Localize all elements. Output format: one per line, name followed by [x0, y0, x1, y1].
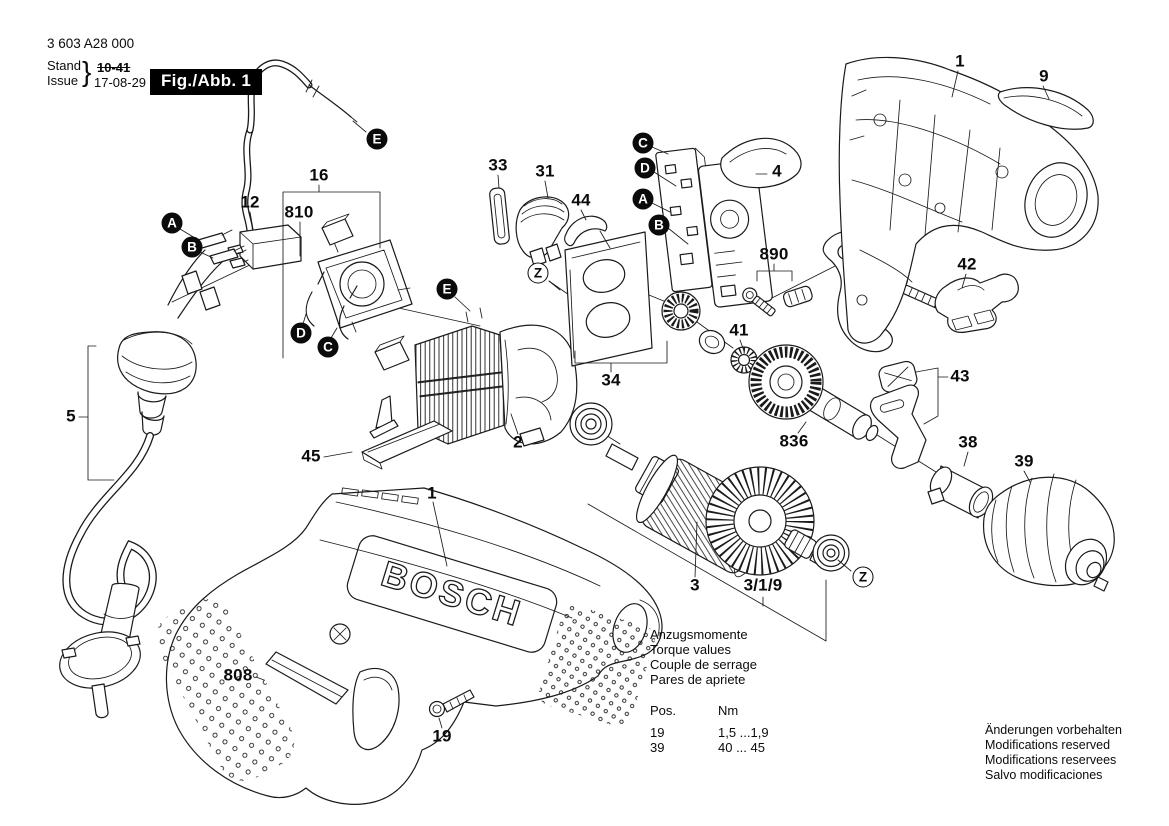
callout-a-cord: A — [161, 212, 183, 234]
torque-col-nm: Nm — [718, 703, 739, 718]
chuck-39-drawing — [982, 473, 1115, 592]
cord-terminals-drawing — [167, 229, 245, 319]
knob-43-drawing — [869, 360, 927, 469]
torque-note: Anzugsmomente Torque values Couple de se… — [650, 627, 769, 755]
lock-button-42-drawing — [891, 273, 1019, 333]
cord-grip-drawing — [117, 331, 197, 436]
callout-c-brush: C — [317, 336, 339, 358]
part-label-19: 19 — [432, 726, 452, 746]
brace-glyph: } — [82, 56, 92, 87]
trigger-button-drawing — [515, 196, 570, 259]
part-label-1-drill: 1 — [427, 483, 437, 503]
part-label-33: 33 — [488, 155, 508, 175]
callout-z-bearing-plate: Z — [527, 262, 549, 284]
brush-holder-45-drawing — [361, 395, 453, 470]
torque-title-fr: Couple de serrage — [650, 657, 757, 672]
torque-row-nm: 1,5 ...1,9 — [718, 725, 769, 740]
torque-title-es: Pares de apriete — [650, 672, 746, 687]
callout-b-switch: B — [648, 214, 670, 236]
screw-890-drawing — [742, 285, 813, 317]
leader-lines — [78, 70, 1050, 729]
switch-drawing — [655, 137, 802, 308]
callout-e-wire: E — [366, 128, 388, 150]
trigger-drawing — [352, 667, 400, 751]
screw-19-drawing — [428, 689, 475, 718]
callout-e-stator: E — [436, 278, 458, 300]
part-label-41: 41 — [729, 320, 749, 340]
part-label-5: 5 — [66, 406, 76, 426]
part-label-39: 39 — [1014, 451, 1034, 471]
revision-line-es: Salvo modificaciones — [985, 768, 1103, 782]
part-label-2: 2 — [513, 432, 523, 452]
part-label-38: 38 — [958, 432, 978, 452]
type-number: 3 603 A28 000 — [47, 36, 135, 51]
bearing-front-drawing — [569, 402, 613, 446]
torque-row-pos: 39 — [650, 740, 665, 755]
callout-a-switch: A — [632, 188, 654, 210]
torque-row-pos: 19 — [650, 725, 665, 740]
part-label-3-1-9: 3/1/9 — [743, 575, 783, 595]
part-label-31: 31 — [535, 161, 555, 181]
bearing-plate-drawing — [564, 231, 726, 367]
switch-small-parts-drawing — [489, 187, 611, 267]
clip-43-drawing — [869, 384, 927, 469]
revision-note: Änderungen vorbehalten Modifications res… — [985, 723, 1122, 783]
torque-title-de: Anzugsmomente — [650, 627, 748, 642]
superseded-date: 10-41 — [97, 60, 131, 75]
issue-date: 17-08-29 — [94, 75, 147, 90]
power-cord-drawing — [59, 59, 358, 719]
callout-d-switch: D — [634, 157, 656, 179]
blade-9-drawing — [997, 87, 1094, 130]
stand-issue-labels: Stand Issue — [47, 58, 81, 88]
part-label-45: 45 — [301, 446, 321, 466]
part-label-836: 836 — [779, 431, 809, 451]
revision-line-fr: Modifications reservees — [985, 753, 1117, 767]
issue-label: Issue — [47, 72, 79, 88]
part-label-42: 42 — [957, 254, 977, 274]
brush-plate-drawing — [305, 213, 413, 371]
part-label-1-housing: 1 — [955, 51, 965, 71]
torque-row-nm: 40 ... 45 — [718, 740, 765, 755]
callout-c-switch: C — [632, 132, 654, 154]
armature-drawing — [605, 443, 835, 578]
spring-clip-drawing — [564, 215, 608, 247]
callout-d-brush: D — [290, 322, 312, 344]
torque-col-pos: Pos. — [650, 703, 677, 718]
gear-836-drawing — [748, 344, 879, 442]
stator-drawing — [414, 307, 578, 447]
figure-label: Fig./Abb. 1 — [150, 69, 263, 95]
callout-z-bearing: Z — [852, 566, 874, 588]
torque-row: 39 40 ... 45 — [650, 740, 769, 755]
part-label-4: 4 — [772, 161, 782, 181]
part-label-9: 9 — [1039, 66, 1049, 86]
part-label-3: 3 — [690, 575, 700, 595]
part-label-43: 43 — [950, 366, 970, 386]
torque-title-en: Torque values — [650, 642, 731, 657]
part-label-890: 890 — [759, 244, 789, 264]
part-label-34: 34 — [601, 370, 621, 390]
part-label-16: 16 — [309, 165, 329, 185]
revision-line-de: Änderungen vorbehalten — [985, 723, 1122, 737]
part-label-44: 44 — [571, 190, 591, 210]
part-label-12: 12 — [240, 192, 260, 212]
plug-drawing — [59, 582, 141, 719]
revision-line-en: Modifications reserved — [985, 738, 1111, 752]
callout-b-cord: B — [181, 236, 203, 258]
fan-drawing — [705, 466, 815, 576]
blade-808-drawing — [265, 651, 349, 705]
stand-label: Stand — [47, 58, 81, 73]
torque-row: 19 1,5 ...1,9 — [650, 725, 769, 740]
bearing-rear-drawing — [812, 534, 850, 572]
part-label-808: 808 — [223, 665, 253, 685]
part-label-810: 810 — [284, 202, 314, 222]
drill-body-drawing: BOSCH — [155, 487, 663, 805]
